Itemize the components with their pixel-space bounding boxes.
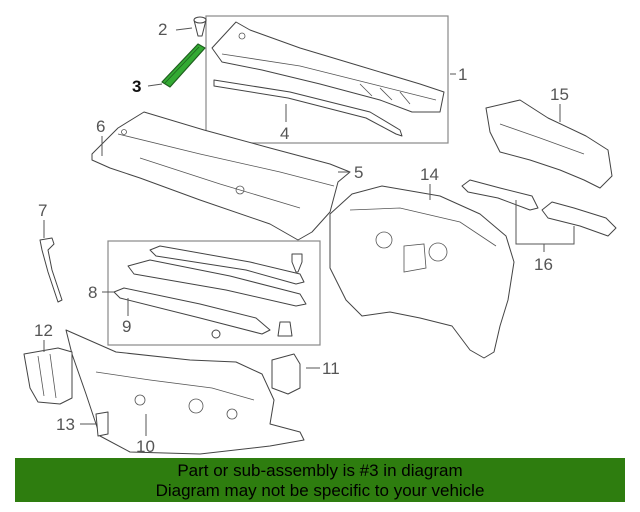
part-5-6-cowl-assembly[interactable]	[91, 111, 351, 241]
part-2-clip[interactable]	[193, 16, 207, 37]
callout-6: 6	[96, 117, 105, 136]
part-14-dashboard[interactable]	[329, 185, 515, 359]
group-box-upper	[205, 15, 449, 144]
callout-4: 4	[280, 124, 289, 143]
parts-diagram: 1 2 3 4 5 6 7 8 9 10 11 12 13 14 15 16	[23, 15, 617, 456]
callout-11: 11	[322, 359, 340, 378]
part-11-bracket[interactable]	[271, 353, 301, 395]
part-9-lower-seal[interactable]	[113, 287, 271, 339]
callout-8: 8	[88, 283, 97, 302]
part-7-rod[interactable]	[39, 237, 63, 303]
callout-13: 13	[56, 415, 75, 434]
callout-12: 12	[34, 321, 53, 340]
part-16-brace-a[interactable]	[461, 179, 539, 211]
callout-14: 14	[420, 165, 439, 184]
callout-3: 3	[132, 77, 141, 96]
callout-7: 7	[38, 201, 47, 220]
part-8-lower-strip[interactable]	[149, 245, 305, 285]
callout-1: 1	[458, 65, 467, 84]
part-15-bracket[interactable]	[485, 99, 613, 189]
callout-9: 9	[122, 317, 131, 336]
callout-5: 5	[354, 163, 363, 182]
part-8-lower-panel[interactable]	[127, 259, 307, 307]
info-banner: Part or sub-assembly is #3 in diagram Di…	[15, 458, 625, 502]
part-16-brace-b[interactable]	[541, 201, 617, 237]
group-box-lower	[107, 240, 321, 346]
part-12-insulator[interactable]	[23, 347, 73, 405]
leader-lines	[43, 27, 575, 436]
part-4-seal[interactable]	[213, 79, 403, 137]
banner-line-1: Part or sub-assembly is #3 in diagram	[177, 461, 463, 480]
callout-15: 15	[550, 85, 569, 104]
callout-10: 10	[136, 437, 155, 456]
part-3-strip-highlighted[interactable]	[161, 43, 206, 88]
part-clip-lower[interactable]	[277, 321, 293, 337]
part-bolt[interactable]	[291, 253, 303, 273]
part-10-dash-panel[interactable]	[65, 329, 305, 455]
callout-16: 16	[534, 255, 553, 274]
callout-2: 2	[158, 20, 167, 39]
banner-line-2: Diagram may not be specific to your vehi…	[155, 481, 485, 500]
part-1-cowl-panel[interactable]	[211, 21, 445, 113]
part-13-clip[interactable]	[95, 411, 109, 437]
